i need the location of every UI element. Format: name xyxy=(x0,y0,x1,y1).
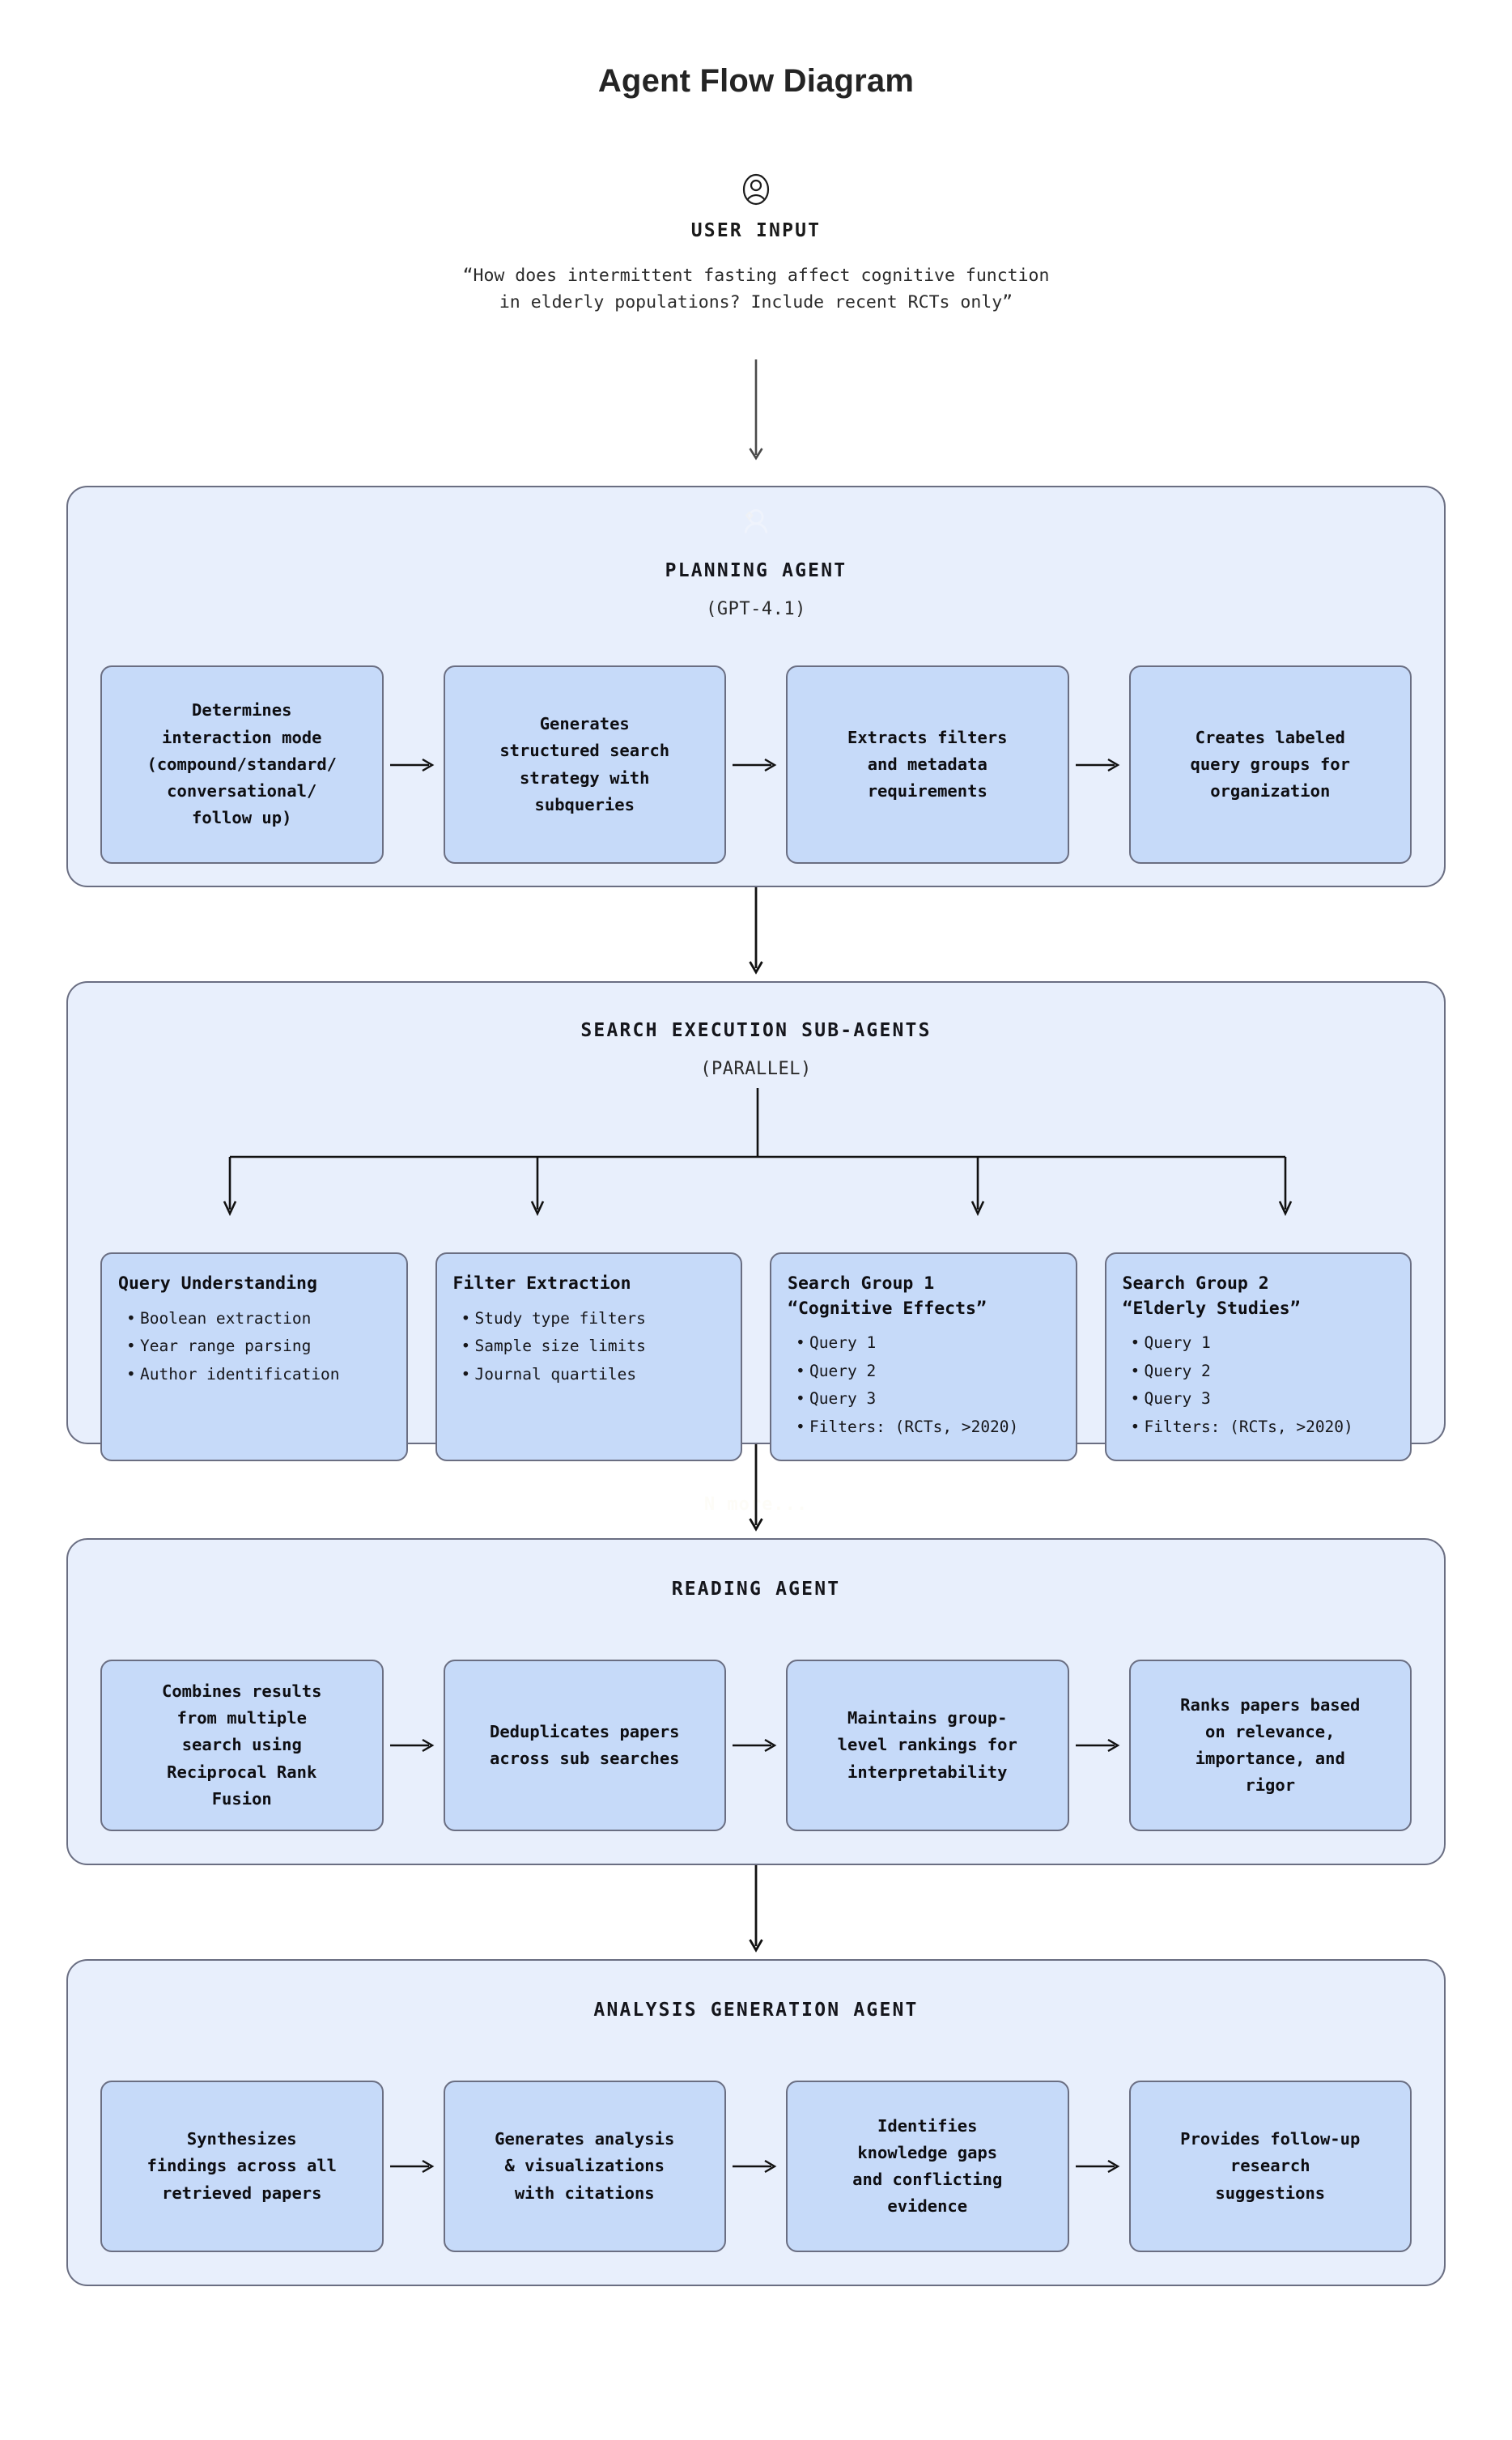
step-box[interactable]: Extracts filters and metadata requiremen… xyxy=(786,665,1069,864)
step-arrow xyxy=(384,1660,444,1831)
list-item: Author identification xyxy=(126,1361,390,1389)
user-input-query: “How does intermittent fasting affect co… xyxy=(462,266,1050,313)
list-item: Filters: (RCTs, >2020) xyxy=(1131,1413,1395,1442)
step-arrow xyxy=(384,2081,444,2252)
step-box[interactable]: Combines results from multiple search us… xyxy=(100,1660,384,1831)
step-arrow xyxy=(726,2081,786,2252)
list-item: Filters: (RCTs, >2020) xyxy=(796,1413,1060,1442)
step-box[interactable]: Identifies knowledge gaps and conflictin… xyxy=(786,2081,1069,2252)
user-input-label: USER INPUT xyxy=(690,220,822,241)
step-arrow xyxy=(726,1660,786,1831)
step-arrow xyxy=(726,665,786,864)
step-box[interactable]: Synthesizes findings across all retrieve… xyxy=(100,2081,384,2252)
section-title-planning: PLANNING AGENT xyxy=(665,560,847,581)
list-item: Query 1 xyxy=(796,1329,1060,1358)
section-subtitle-planning: (GPT-4.1) xyxy=(706,599,806,619)
step-arrow xyxy=(1069,2081,1129,2252)
step-box[interactable]: Ranks papers based on relevance, importa… xyxy=(1128,1660,1412,1831)
step-box[interactable]: Provides follow-up research suggestions xyxy=(1128,2081,1412,2252)
ghost-user-circle-icon xyxy=(744,509,768,533)
search-cards-row: Query Understanding Boolean extraction Y… xyxy=(100,1252,1412,1461)
step-box[interactable]: Creates labeled query groups for organiz… xyxy=(1128,665,1412,864)
card-list: Query 1 Query 2 Query 3 Filters: (RCTs, … xyxy=(788,1329,1060,1442)
card-list: Study type filters Sample size limits Jo… xyxy=(453,1305,725,1389)
section-title-analysis: ANALYSIS GENERATION AGENT xyxy=(593,2000,919,2021)
connector-arrow-planning-to-search xyxy=(749,887,763,975)
card-title: Filter Extraction xyxy=(452,1273,631,1294)
section-title-search: SEARCH EXECUTION SUB-AGENTS xyxy=(580,1020,932,1041)
user-circle-icon xyxy=(742,173,770,206)
section-subtitle-search: (PARALLEL) xyxy=(700,1059,812,1079)
user-input-block: USER INPUT “How does intermittent fastin… xyxy=(0,172,1512,317)
section-title-reading: READING AGENT xyxy=(671,1579,841,1600)
sub-agent-card[interactable]: Query Understanding Boolean extraction Y… xyxy=(100,1252,408,1461)
list-item: Boolean extraction xyxy=(126,1305,390,1333)
step-box[interactable]: Deduplicates papers across sub searches xyxy=(443,1660,726,1831)
sub-agent-card[interactable]: Search Group 2 “Elderly Studies” Query 1… xyxy=(1104,1252,1412,1461)
planning-steps-row: Determines interaction mode (compound/st… xyxy=(100,665,1412,864)
branch-connector xyxy=(223,1088,1293,1217)
list-item: Journal quartiles xyxy=(461,1361,725,1389)
sub-agent-card[interactable]: Search Group 1 “Cognitive Effects” Query… xyxy=(770,1252,1077,1461)
connector-arrow-reading-to-analysis xyxy=(749,1865,763,1953)
section-reading-agent: READING AGENT Combines results from mult… xyxy=(66,1538,1446,1865)
section-planning-agent: PLANNING AGENT (GPT-4.1) Determines inte… xyxy=(66,486,1446,887)
step-arrow xyxy=(1069,1660,1129,1831)
list-item: Study type filters xyxy=(461,1305,725,1333)
section-search-execution: SEARCH EXECUTION SUB-AGENTS (PARALLEL) Q… xyxy=(66,981,1446,1515)
list-item: Query 2 xyxy=(1131,1358,1395,1386)
step-box[interactable]: Maintains group- level rankings for inte… xyxy=(786,1660,1069,1831)
sub-agent-card[interactable]: Filter Extraction Study type filters Sam… xyxy=(435,1252,742,1461)
step-box[interactable]: Generates analysis & visualizations with… xyxy=(443,2081,726,2252)
card-list: Boolean extraction Year range parsing Au… xyxy=(118,1305,390,1389)
list-item: Year range parsing xyxy=(126,1333,390,1361)
list-item: Query 3 xyxy=(796,1385,1060,1413)
page-title: Agent Flow Diagram xyxy=(597,63,915,99)
card-title: Query Understanding xyxy=(118,1273,317,1294)
step-box[interactable]: Generates structured search strategy wit… xyxy=(443,665,726,864)
list-item: Query 2 xyxy=(796,1358,1060,1386)
connector-arrow-user-to-planning xyxy=(749,359,763,461)
card-title: Search Group 2 “Elderly Studies” xyxy=(1122,1273,1301,1319)
reading-steps-row: Combines results from multiple search us… xyxy=(100,1660,1412,1831)
step-arrow xyxy=(1069,665,1129,864)
section-analysis-generation-agent: ANALYSIS GENERATION AGENT Synthesizes fi… xyxy=(66,1959,1446,2286)
card-list: Query 1 Query 2 Query 3 Filters: (RCTs, … xyxy=(1123,1329,1395,1442)
card-title: Search Group 1 “Cognitive Effects” xyxy=(788,1273,987,1319)
step-arrow xyxy=(384,665,444,864)
list-item: Query 3 xyxy=(1131,1385,1395,1413)
list-item: Sample size limits xyxy=(461,1333,725,1361)
list-item: Query 1 xyxy=(1131,1329,1395,1358)
connector-arrow-search-to-reading xyxy=(749,1444,763,1532)
step-box[interactable]: Determines interaction mode (compound/st… xyxy=(100,665,384,864)
analysis-steps-row: Synthesizes findings across all retrieve… xyxy=(100,2081,1412,2252)
